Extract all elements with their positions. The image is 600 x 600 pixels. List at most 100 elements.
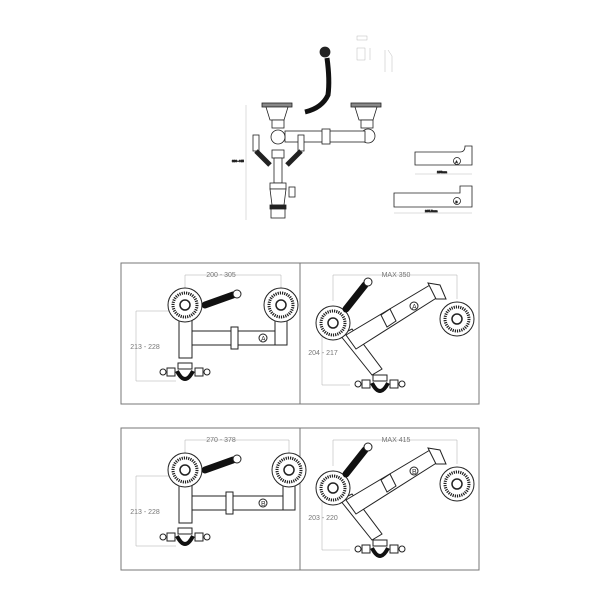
panel-3: B 270 - 378 213 - 228 [130,437,307,547]
height-dimension-line [135,310,176,382]
pipe-label-marker [409,301,419,311]
overflow-plug [363,442,373,452]
width-dimension-line [332,439,458,466]
height-dimension: 380~445 [232,159,244,163]
tailpiece [273,157,283,184]
outlet [288,186,296,198]
trap-right-inlet [194,532,204,542]
side-pipe-a [414,145,473,166]
side-pipe-a-marker [453,157,461,165]
overflow-hose [201,291,237,309]
overflow-hose [342,281,369,313]
left-inlet [252,134,260,152]
trap-band [269,204,287,210]
height-dimension-line [135,475,176,547]
height-dimension: 203 - 220 [308,515,338,522]
height-dimension: 213 - 228 [130,344,160,351]
width-dimension-line [332,274,458,301]
trap-right-cap [398,545,406,553]
left-strainer-holes [171,291,199,319]
pipe-nut [321,128,331,145]
side-pipe-b-length: 265.5mm [425,209,438,213]
trap-nut [177,527,193,535]
trap-nut [269,182,287,190]
left-strainer-center [179,464,191,476]
right-strainer-flange [350,102,382,108]
detail-sketch [356,35,393,72]
side-pipe-b-label: B [456,200,458,204]
right-strainer-center [283,464,295,476]
right-strainer-center [451,313,463,325]
right-strainer-body [354,106,378,121]
overflow-plug [232,454,242,464]
left-strainer-body [265,106,289,121]
height-dimension: 204 - 217 [308,350,338,357]
inlet-branches [254,149,303,167]
pipe-label-marker [258,333,268,343]
overflow-hose [342,446,369,478]
trap-bend [175,535,195,546]
trap-bend [370,382,390,393]
vertical-pipe [178,482,193,524]
pipe-nut [380,308,397,328]
trap-right-cap [203,368,211,376]
overflow-plug [232,289,242,299]
trap-bend [175,370,195,381]
right-strainer-holes [443,305,471,333]
trap-left-cap [159,533,167,541]
mid-nut [271,149,285,159]
trap-left-cap [354,380,362,388]
width-dimension: 200 - 305 [206,272,236,279]
width-dimension: 270 - 378 [206,437,236,444]
pipe-nut [225,491,234,515]
right-strainer-holes [443,470,471,498]
side-pipe-b [393,185,473,208]
vertical-pipe [178,317,193,359]
pipe-label: B [261,501,266,508]
height-dimension: 213 - 228 [130,509,160,516]
right-inlet [297,134,305,152]
trap-cup [270,208,286,219]
trap-left-inlet [361,379,371,389]
side-pipe-b-marker [453,197,461,205]
pipe-label: A [261,336,266,343]
trap-left-cap [354,545,362,553]
right-strainer-center [275,299,287,311]
trap-right-cap [203,533,211,541]
pipe-label-marker [409,466,419,476]
side-pipe-a-length: 195mm [437,170,448,174]
left-strainer-holes [319,309,347,337]
width-dimension-line [184,274,282,288]
left-nut [271,119,285,129]
trap-left-inlet [166,532,176,542]
trap-left-cap [159,368,167,376]
overflow-plug [363,277,373,287]
right-strainer-holes [275,456,303,484]
horizontal-pipe [191,495,290,511]
left-strainer-holes [171,456,199,484]
overview-drawing: 380~445 A 195mm B 265.5mm [232,35,473,220]
panel-1: A 200 - 305 213 - 228 [130,272,299,382]
trap-right-inlet [389,544,399,554]
right-nut [360,119,374,129]
pipe-nut [380,473,397,493]
left-strainer-flange [261,102,293,108]
trap-right-inlet [194,367,204,377]
pipe-label: A [412,304,417,311]
right-elbow [427,282,447,300]
trap-right-cap [398,380,406,388]
overflow-hose [304,57,332,115]
left-strainer-center [327,482,339,494]
overflow-hose [201,456,237,474]
trap-nut [372,374,388,382]
pipe-nut [230,326,239,350]
right-strainer-holes [267,291,295,319]
width-dimension: MAX 415 [382,437,411,444]
right-strainer-center [451,478,463,490]
trap-left-inlet [361,544,371,554]
left-strainer-center [327,317,339,329]
side-pipe-a-label: A [456,160,458,164]
